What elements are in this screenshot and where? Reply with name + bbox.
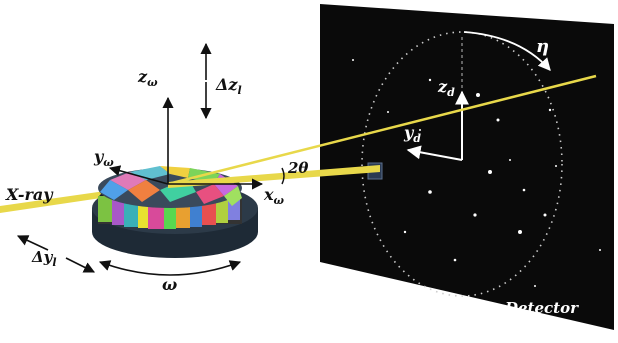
- xw-label: xω: [263, 185, 285, 207]
- dyl-label: Δyl: [31, 248, 57, 269]
- omega-arc: [98, 260, 242, 276]
- detector-panel: Detector η zd yd: [320, 4, 614, 330]
- dy-left-arrow: [16, 235, 49, 251]
- yd-axis: [406, 145, 463, 161]
- two-theta-label: 2θ: [287, 159, 308, 177]
- dy-right-arrow: [65, 257, 96, 273]
- zw-label: zω: [137, 67, 158, 89]
- eta-arc: [463, 31, 551, 71]
- diffracted-beam: [167, 74, 597, 186]
- yd-label: yd: [403, 123, 421, 145]
- xray-label: X-ray: [5, 185, 54, 204]
- two-theta-arc: [281, 167, 285, 185]
- omega-label: ω: [162, 275, 177, 294]
- zd-label: zd: [437, 77, 455, 99]
- diffraction-spots: [352, 59, 601, 287]
- yw-label: yω: [93, 147, 114, 169]
- eta-label: η: [536, 36, 549, 57]
- diffraction-ring: [361, 31, 563, 297]
- dzl-label: Δzl: [215, 75, 242, 97]
- detector-label: Detector: [504, 299, 579, 317]
- transmitted-beam: [168, 165, 380, 188]
- yw-axis: [108, 165, 169, 185]
- polycrystal-sample: [98, 166, 242, 229]
- sample-stage: [92, 166, 258, 258]
